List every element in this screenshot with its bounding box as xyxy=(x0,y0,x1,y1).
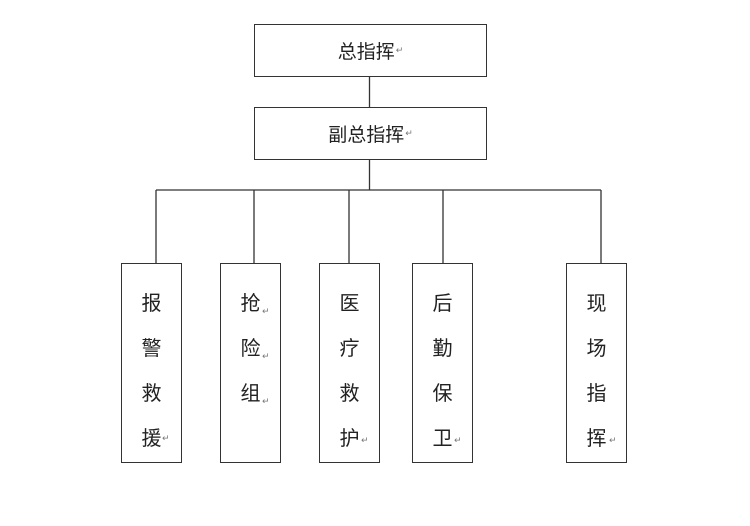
unit-alarm-rescue-char-3: 救 xyxy=(141,381,162,405)
unit-onsite-command-box: 现 场 指 挥 ↵ xyxy=(566,263,627,463)
deputy-commander-box: 副总指挥↵ xyxy=(254,107,487,160)
unit-emergency-team-char-3: 组 xyxy=(240,381,261,405)
unit-alarm-rescue-char-2: 警 xyxy=(141,336,162,360)
unit-logistics-security-return-mark: ↵ xyxy=(454,436,462,446)
unit-emergency-team-return-mark-3: ↵ xyxy=(262,397,270,407)
unit-alarm-rescue-char-4: 援 xyxy=(141,426,162,450)
unit-onsite-command-char-2: 场 xyxy=(586,336,607,360)
unit-logistics-security-box: 后 勤 保 卫 ↵ xyxy=(412,263,473,463)
unit-medical-aid-char-3: 救 xyxy=(339,381,360,405)
unit-medical-aid-return-mark: ↵ xyxy=(361,436,369,446)
deputy-commander-return-mark: ↵ xyxy=(405,128,413,139)
unit-logistics-security-char-1: 后 xyxy=(432,291,453,315)
unit-medical-aid-char-4: 护 xyxy=(339,426,360,450)
unit-alarm-rescue-return-mark: ↵ xyxy=(162,434,170,444)
unit-medical-aid-box: 医 疗 救 护 ↵ xyxy=(319,263,380,463)
unit-onsite-command-char-3: 指 xyxy=(586,381,607,405)
commander-return-mark: ↵ xyxy=(395,45,404,56)
unit-onsite-command-return-mark: ↵ xyxy=(609,436,617,446)
unit-emergency-team-char-2: 险 xyxy=(240,336,261,360)
deputy-commander-label: 副总指挥 xyxy=(328,124,405,146)
commander-box: 总指挥↵ xyxy=(254,24,487,77)
unit-onsite-command-char-4: 挥 xyxy=(586,426,607,450)
unit-logistics-security-char-4: 卫 xyxy=(432,426,453,450)
unit-emergency-team-char-1: 抢 xyxy=(240,291,261,315)
unit-medical-aid-char-2: 疗 xyxy=(339,336,360,360)
unit-medical-aid-char-1: 医 xyxy=(339,291,360,315)
unit-logistics-security-char-2: 勤 xyxy=(432,336,453,360)
unit-emergency-team-box: 抢 险 组 ↵ ↵ ↵ xyxy=(220,263,281,463)
unit-emergency-team-return-mark-2: ↵ xyxy=(262,352,270,362)
commander-label: 总指挥 xyxy=(337,41,395,63)
unit-onsite-command-char-1: 现 xyxy=(586,291,607,315)
unit-alarm-rescue-char-1: 报 xyxy=(141,291,162,315)
unit-emergency-team-return-mark-1: ↵ xyxy=(262,307,270,317)
unit-logistics-security-char-3: 保 xyxy=(432,381,453,405)
unit-alarm-rescue-box: 报 警 救 援 ↵ xyxy=(121,263,182,463)
